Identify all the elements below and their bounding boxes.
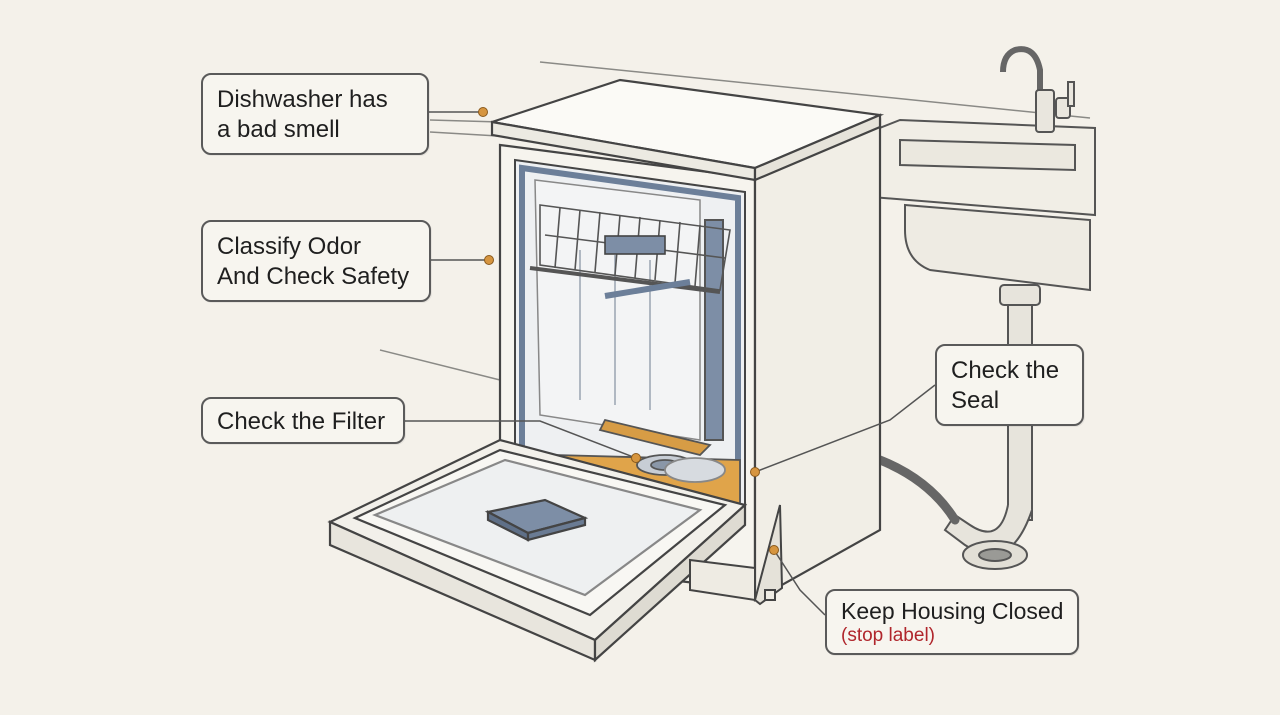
callout-keep-line-1: Keep Housing Closed [841, 598, 1064, 624]
callout-check-seal: Check the Seal [935, 344, 1084, 426]
callout-classify-odor: Classify Odor And Check Safety [201, 220, 431, 302]
callout-smell-line-1: Dishwasher has [217, 86, 388, 113]
callout-dishwasher-smell: Dishwasher has a bad smell [201, 73, 429, 155]
marker-smell [478, 107, 488, 117]
dish-rack [529, 204, 731, 299]
callout-keep-housing-closed: Keep Housing Closed (stop label) [825, 589, 1079, 655]
callout-odor-line-1: Classify Odor [217, 233, 362, 260]
dishwasher-door [327, 438, 748, 663]
kick-plate [689, 504, 784, 606]
callout-seal-line-2: Seal [951, 387, 1000, 414]
marker-filter [631, 453, 641, 463]
marker-keep [769, 545, 779, 555]
drain-hose [875, 455, 960, 525]
callout-filter-line-1: Check the Filter [217, 408, 386, 435]
stop-label-note: (stop label) [841, 625, 935, 646]
callout-smell-line-2: a bad smell [217, 116, 340, 143]
countertop [379, 61, 1091, 381]
leader-lines [405, 111, 936, 616]
faucet [1000, 46, 1075, 133]
callout-seal-line-1: Check the [951, 357, 1060, 384]
marker-odor [484, 255, 494, 265]
drain-pipe [943, 284, 1041, 570]
marker-seal [750, 467, 760, 477]
callout-odor-line-2: And Check Safety [217, 263, 410, 290]
callout-check-filter: Check the Filter [201, 397, 405, 444]
callout-markers [478, 107, 779, 555]
